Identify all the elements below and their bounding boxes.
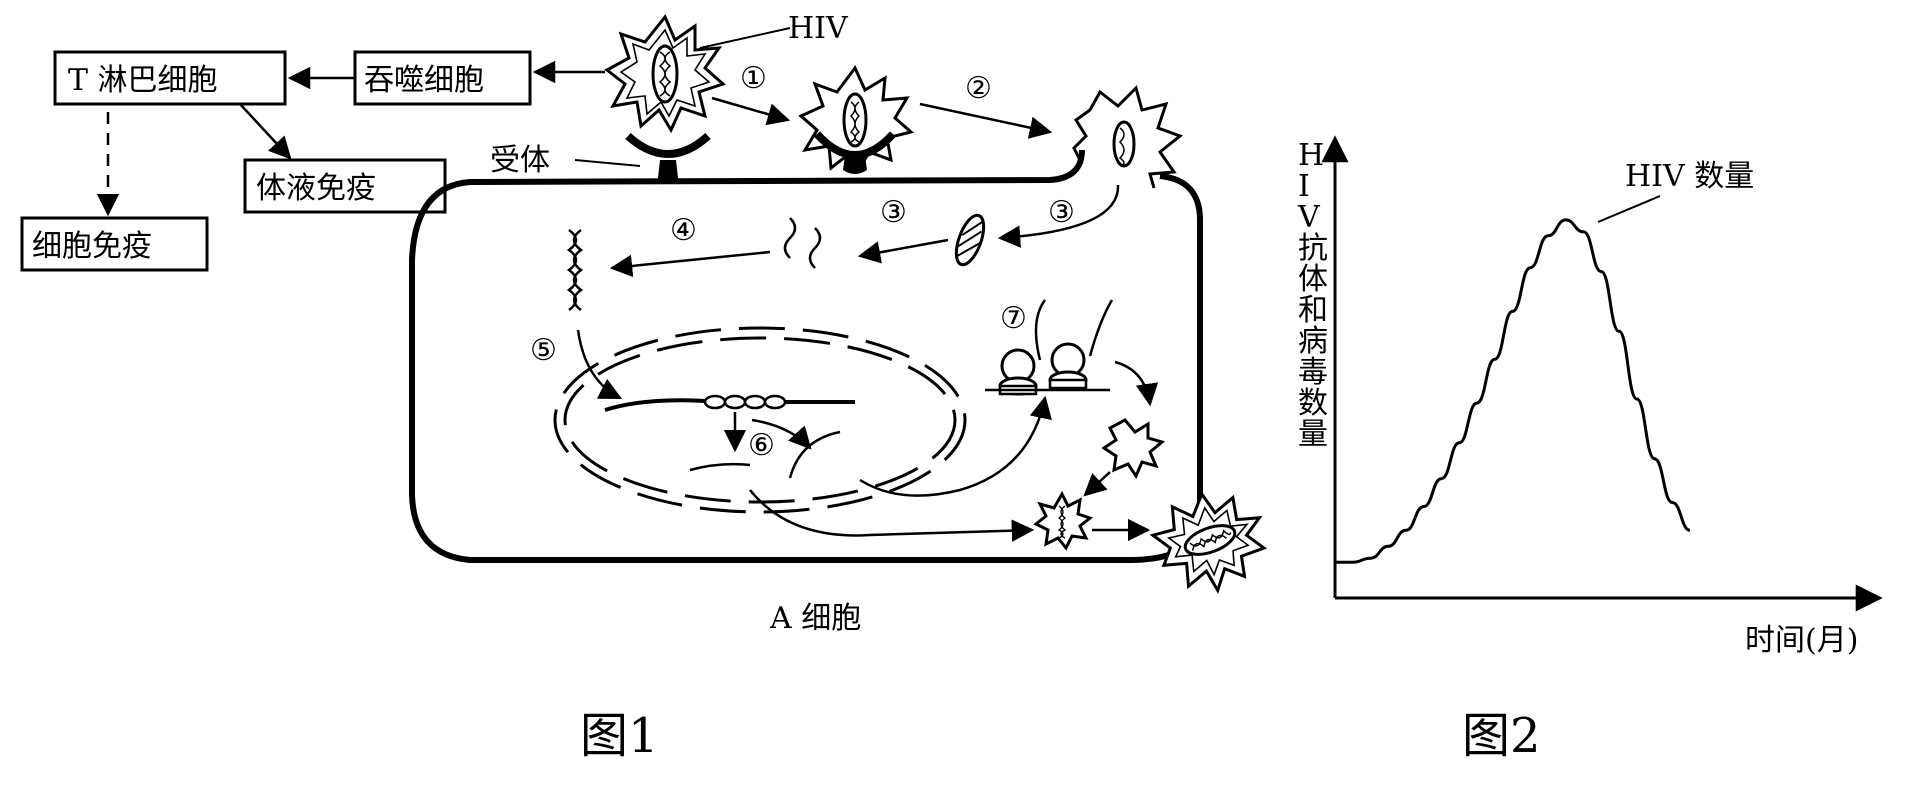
phagocyte-label: 吞噬细胞 <box>364 63 484 98</box>
figure-1: T 淋巴细胞 吞噬细胞 体液免疫 细胞免疫 HIV <box>20 11 1268 764</box>
step-2-label: ② <box>965 71 992 106</box>
step-2-arrow <box>919 102 1053 139</box>
step-7-label: ⑦ <box>1000 301 1027 336</box>
mrna-to-ribosome-arrow <box>859 395 1052 497</box>
integrated-provirus <box>703 394 787 410</box>
peptide-chain-left <box>1034 299 1047 361</box>
mrna-strand-b <box>788 430 841 479</box>
cell-label: A 细胞 <box>769 601 861 636</box>
rna-to-assembly-arrow <box>749 489 1035 542</box>
step-6-arrow-right <box>751 418 812 450</box>
receptor-label: 受体 <box>490 143 550 178</box>
peptide-chain-right <box>1088 299 1114 357</box>
step-5-arrow <box>576 329 623 400</box>
arrow-tcell-to-humoral <box>239 103 292 160</box>
figure-1-caption: 图1 <box>580 708 659 764</box>
cell-membrane <box>409 149 1203 563</box>
figure-2-caption: 图2 <box>1462 708 1541 764</box>
t-cell-label: T 淋巴细胞 <box>68 63 218 98</box>
step-6-label: ⑥ <box>748 428 775 463</box>
hiv-label-leader <box>699 27 791 49</box>
viral-protein-shell <box>1101 418 1166 480</box>
step-4-label: ④ <box>670 213 697 248</box>
protein-to-assembly-arrow <box>1083 471 1111 497</box>
t-cell-box: T 淋巴细胞 <box>53 50 287 106</box>
receptor <box>625 132 711 182</box>
step-7-arrow <box>1114 360 1159 407</box>
step-5-label: ⑤ <box>530 333 557 368</box>
mrna-strand-a <box>689 462 751 472</box>
viral-capsid <box>954 213 986 267</box>
nucleus-outer-membrane <box>553 326 967 514</box>
receptor-leader <box>574 159 641 167</box>
ribosome-left <box>998 348 1038 396</box>
annotation-leader <box>1597 195 1661 223</box>
step-4-arrow <box>609 250 771 278</box>
step-3a-arrow <box>857 238 949 264</box>
cellular-label: 细胞免疫 <box>32 229 152 264</box>
ribosome-right <box>1048 342 1088 390</box>
hiv-count-annotation: HIV 数量 <box>1625 159 1754 194</box>
hiv-count-line <box>1335 218 1691 564</box>
phagocyte-box: 吞噬细胞 <box>353 50 532 106</box>
humoral-box: 体液免疫 <box>243 158 447 214</box>
viral-dna <box>566 228 584 312</box>
hiv-label: HIV <box>788 11 849 46</box>
humoral-label: 体液免疫 <box>256 171 376 206</box>
step-3b-arrow <box>997 184 1120 248</box>
step-1-arrow <box>711 96 791 126</box>
hiv-particle-free <box>604 14 726 134</box>
step-3b-label: ③ <box>1048 195 1075 230</box>
step-1-label: ① <box>740 61 767 96</box>
budding-virion <box>1149 490 1268 595</box>
nucleus-inner-membrane <box>563 336 957 504</box>
hiv-particle-binding <box>798 65 915 174</box>
x-axis-label: 时间(月) <box>1745 623 1858 658</box>
hiv-particle-fusing <box>1072 85 1184 189</box>
viral-rna <box>783 217 822 269</box>
step-3a-label: ③ <box>880 195 907 230</box>
cellular-box: 细胞免疫 <box>20 216 209 272</box>
assembling-virion <box>1033 490 1094 551</box>
